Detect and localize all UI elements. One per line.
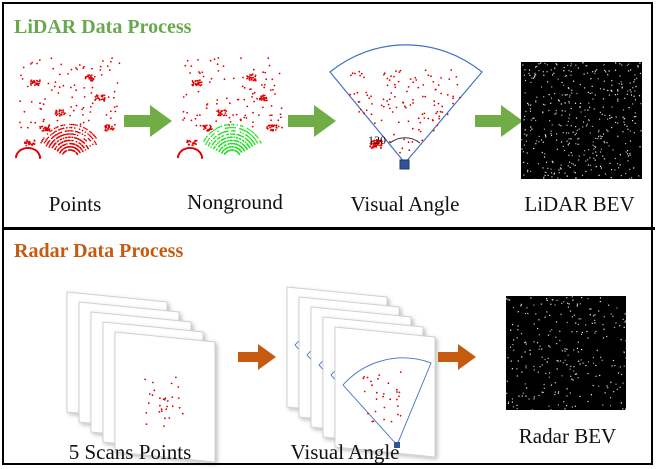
lidar-fov-sector: [329, 44, 483, 164]
lidar-step-label-visual-angle: Visual Angle: [350, 192, 460, 216]
lidar-step-label-points: Points: [48, 192, 102, 216]
radar-step-label-bev: Radar BEV: [518, 424, 617, 448]
radar-section-title: Radar Data Process: [14, 240, 184, 262]
lidar-arrow-1: [124, 105, 172, 137]
radar-arrow-1: [238, 344, 276, 370]
radar-step-label-scans: 5 Scans Points: [68, 440, 192, 464]
lidar-sensor-marker: [399, 159, 410, 170]
radar-visual-angle-stack: [286, 286, 436, 458]
lidar-arrow-3: [475, 105, 523, 137]
lidar-section-title: LiDAR Data Process: [14, 16, 192, 38]
radar-bev-points: [506, 296, 628, 411]
radar-arrow-2: [438, 344, 476, 370]
lidar-nonground-cloud: [177, 57, 283, 159]
lidar-step-label-bev: LiDAR BEV: [524, 192, 635, 216]
lidar-bev-image: [521, 62, 644, 181]
fov-angle-label: 120: [368, 133, 386, 147]
radar-scan-stack: [66, 291, 216, 463]
section-divider: [2, 227, 655, 230]
lidar-arrow-2: [288, 105, 336, 137]
radar-bev-image: [506, 296, 628, 411]
radar-step-label-visual-angle: Visual Angle: [290, 440, 400, 464]
lidar-visual-angle-cloud: [329, 44, 483, 170]
lidar-step-label-nonground: Nonground: [187, 190, 283, 214]
lidar-points-cloud: [15, 57, 121, 159]
figure-frame: [2, 2, 653, 465]
lidar-fov-angle-arc: [389, 137, 421, 144]
lidar-bev-points: [521, 62, 644, 181]
